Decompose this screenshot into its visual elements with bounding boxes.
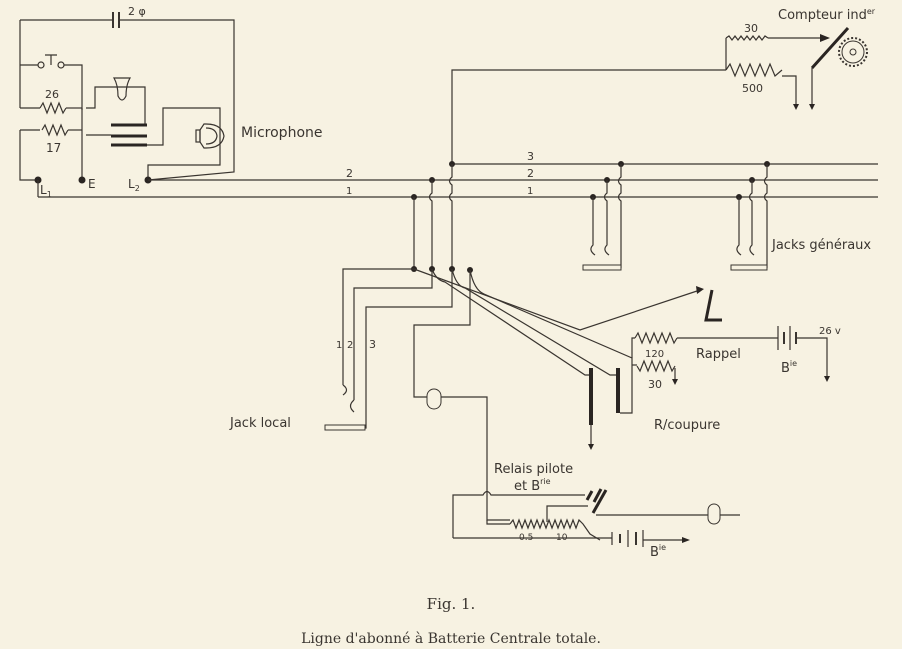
- figure-number: Fig. 1.: [427, 595, 476, 613]
- local-circuit: 1 2 3 Jack local: [229, 164, 722, 521]
- terminal-L2-label: L2: [128, 177, 140, 193]
- resistor-500-label: 500: [742, 82, 763, 95]
- resistor-30-icon: [725, 35, 769, 41]
- hook-switch-icon: [20, 54, 83, 110]
- capacitor-label: 2 φ: [128, 5, 146, 18]
- local-jack: [324, 424, 366, 431]
- battery-bottom-icon: [611, 530, 644, 547]
- line-1-label-right: 1: [527, 186, 533, 197]
- r-coupure-label: R/coupure: [654, 418, 720, 433]
- relais-pilote-label: Relais pilote: [494, 462, 573, 477]
- resistor-120-label: 120: [645, 349, 664, 360]
- battery-top-label: Bie: [781, 359, 797, 376]
- resistor-30-coupure-label: 30: [648, 378, 662, 391]
- battery-top-icon: [777, 326, 797, 350]
- rappel-label: Rappel: [696, 347, 741, 362]
- microphone-label: Microphone: [241, 125, 323, 141]
- resistor-500-icon: [725, 62, 783, 78]
- terminal-L1-label: L1: [40, 183, 52, 199]
- resistor-17-icon: [41, 123, 69, 137]
- general-jacks: Jacks généraux: [582, 161, 871, 271]
- pilot-relay-circuit: Relais pilote et Brie 0.5 10 Bie: [452, 462, 740, 560]
- general-jack-2: [730, 264, 768, 271]
- counter-gear-icon: [838, 37, 868, 67]
- local-wire-1-label: 1: [336, 340, 342, 351]
- resistor-30-label: 30: [744, 22, 758, 35]
- supervisory-lamp-icon: [426, 388, 442, 410]
- figure-caption: Ligne d'abonné à Batterie Centrale total…: [301, 630, 601, 647]
- battery-bottom-label: Bie: [650, 543, 666, 560]
- resistor-17-label: 17: [46, 141, 61, 155]
- line-2-label-right: 2: [527, 167, 534, 180]
- compteur-label: Compteur inder: [778, 7, 876, 23]
- jacks-generaux-label: Jacks généraux: [771, 238, 871, 253]
- terminal-E-label: E: [88, 177, 96, 191]
- subscriber-set: 2 φ 26 17: [19, 5, 323, 199]
- resistor-26-label: 26: [45, 88, 59, 101]
- jack-local-label: Jack local: [229, 416, 291, 431]
- induction-coil-icon: [111, 123, 147, 147]
- ringing-circuit: 120 Rappel Bie 26 v 30 R/coupure: [631, 326, 841, 433]
- terminal-E: [78, 176, 86, 184]
- resistor-120-icon: [634, 331, 678, 345]
- microphone-icon: [195, 123, 225, 149]
- resistor-30-coupure-icon: [636, 359, 676, 373]
- local-wire-2-label: 2: [347, 340, 353, 351]
- voltage-label: 26 v: [819, 326, 841, 337]
- relay-armature: [591, 489, 608, 514]
- line-3-label: 3: [527, 150, 534, 163]
- local-wire-3-label: 3: [369, 338, 376, 351]
- capacitor-icon: [112, 12, 120, 28]
- receiver-icon: [112, 77, 132, 101]
- line-1-label-left: 1: [346, 186, 352, 197]
- resistor-05-10-icon: [509, 518, 601, 541]
- line-2-label-left: 2: [346, 167, 353, 180]
- pilot-lamp-icon: [707, 503, 721, 525]
- general-jack-1: [582, 264, 622, 271]
- meter-circuit: 30 500 Compteur inder: [725, 7, 876, 110]
- et-b-label: et Brie: [514, 477, 551, 494]
- resistor-26-icon: [39, 101, 67, 115]
